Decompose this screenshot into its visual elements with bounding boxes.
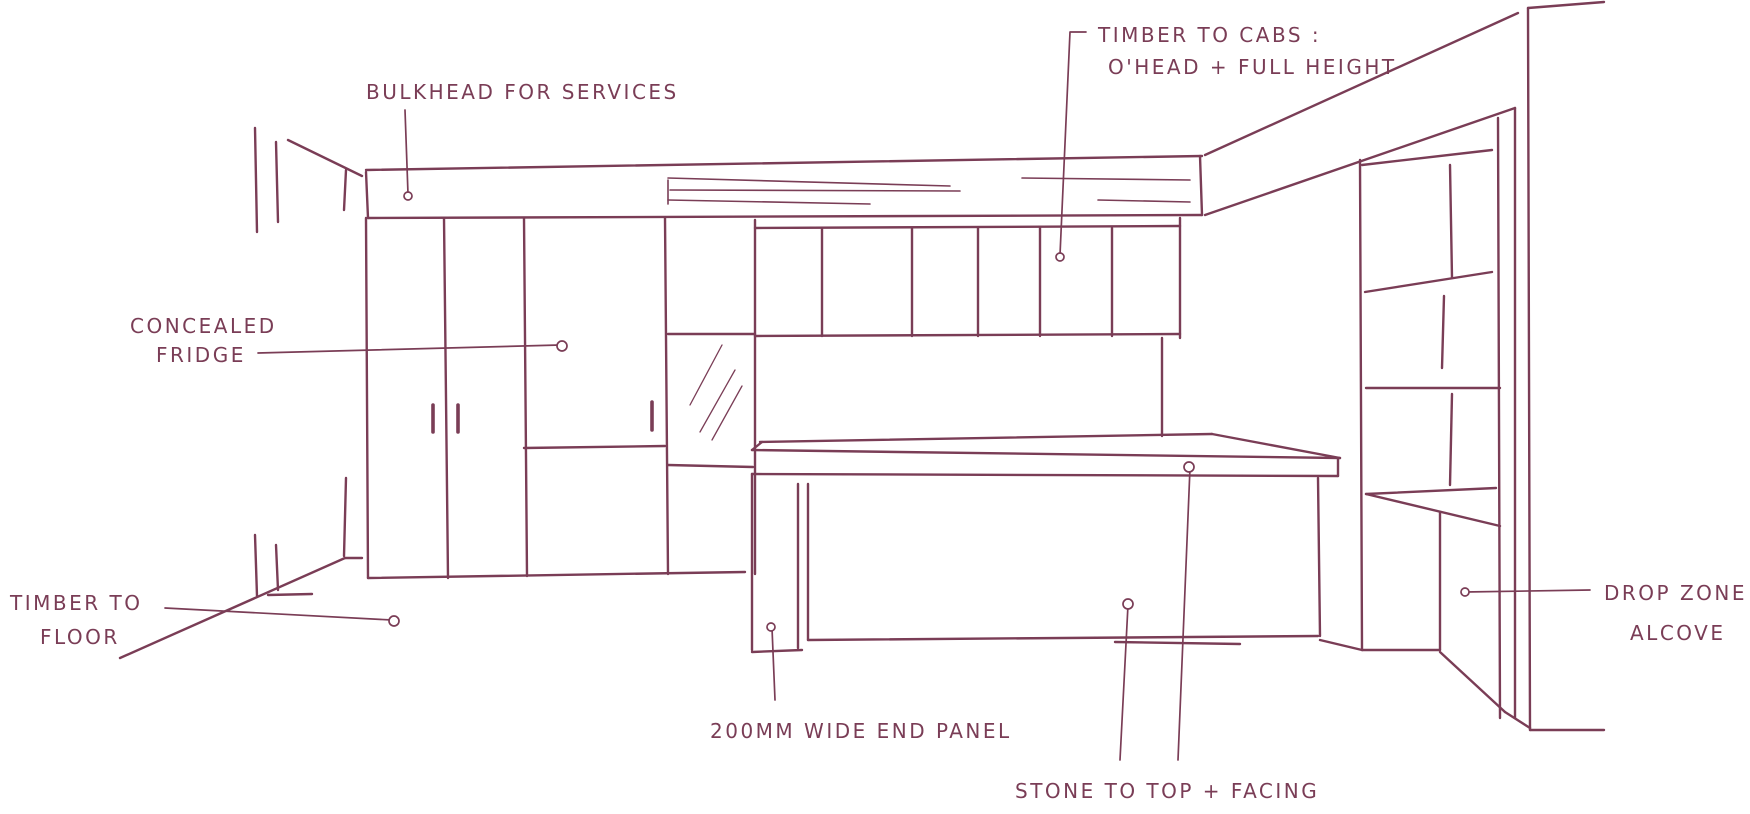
annotation-labels: BULKHEAD FOR SERVICES TIMBER TO CABS : O… — [9, 23, 1747, 803]
label-end-panel: 200MM WIDE END PANEL — [710, 719, 1012, 743]
full-height-cabinets — [364, 216, 757, 580]
sketch-linework — [118, 0, 1606, 761]
label-timber-floor-line2: FLOOR — [40, 625, 120, 649]
right-wall — [1503, 0, 1606, 732]
leader-lines — [164, 31, 1591, 761]
left-wall — [253, 126, 364, 598]
alcove-shelving — [1318, 106, 1517, 720]
label-timber-floor-line1: TIMBER TO — [9, 591, 142, 615]
label-drop-zone-line2: ALCOVE — [1630, 621, 1726, 645]
label-concealed-fridge-line2: FRIDGE — [156, 343, 246, 367]
island-bench — [750, 432, 1342, 654]
label-drop-zone-line1: DROP ZONE — [1604, 581, 1747, 605]
leader-dots — [388, 191, 1470, 632]
overhead-cabinets — [753, 216, 1182, 576]
bulkhead — [364, 11, 1520, 220]
label-concealed-fridge-line1: CONCEALED — [130, 314, 277, 338]
floor-lines — [118, 556, 364, 660]
label-timber-cabs-line1: TIMBER TO CABS : — [1097, 23, 1321, 47]
label-timber-cabs-line2: O'HEAD + FULL HEIGHT — [1108, 55, 1397, 79]
label-bulkhead: BULKHEAD FOR SERVICES — [366, 80, 679, 104]
label-stone-top: STONE TO TOP + FACING — [1015, 779, 1319, 803]
